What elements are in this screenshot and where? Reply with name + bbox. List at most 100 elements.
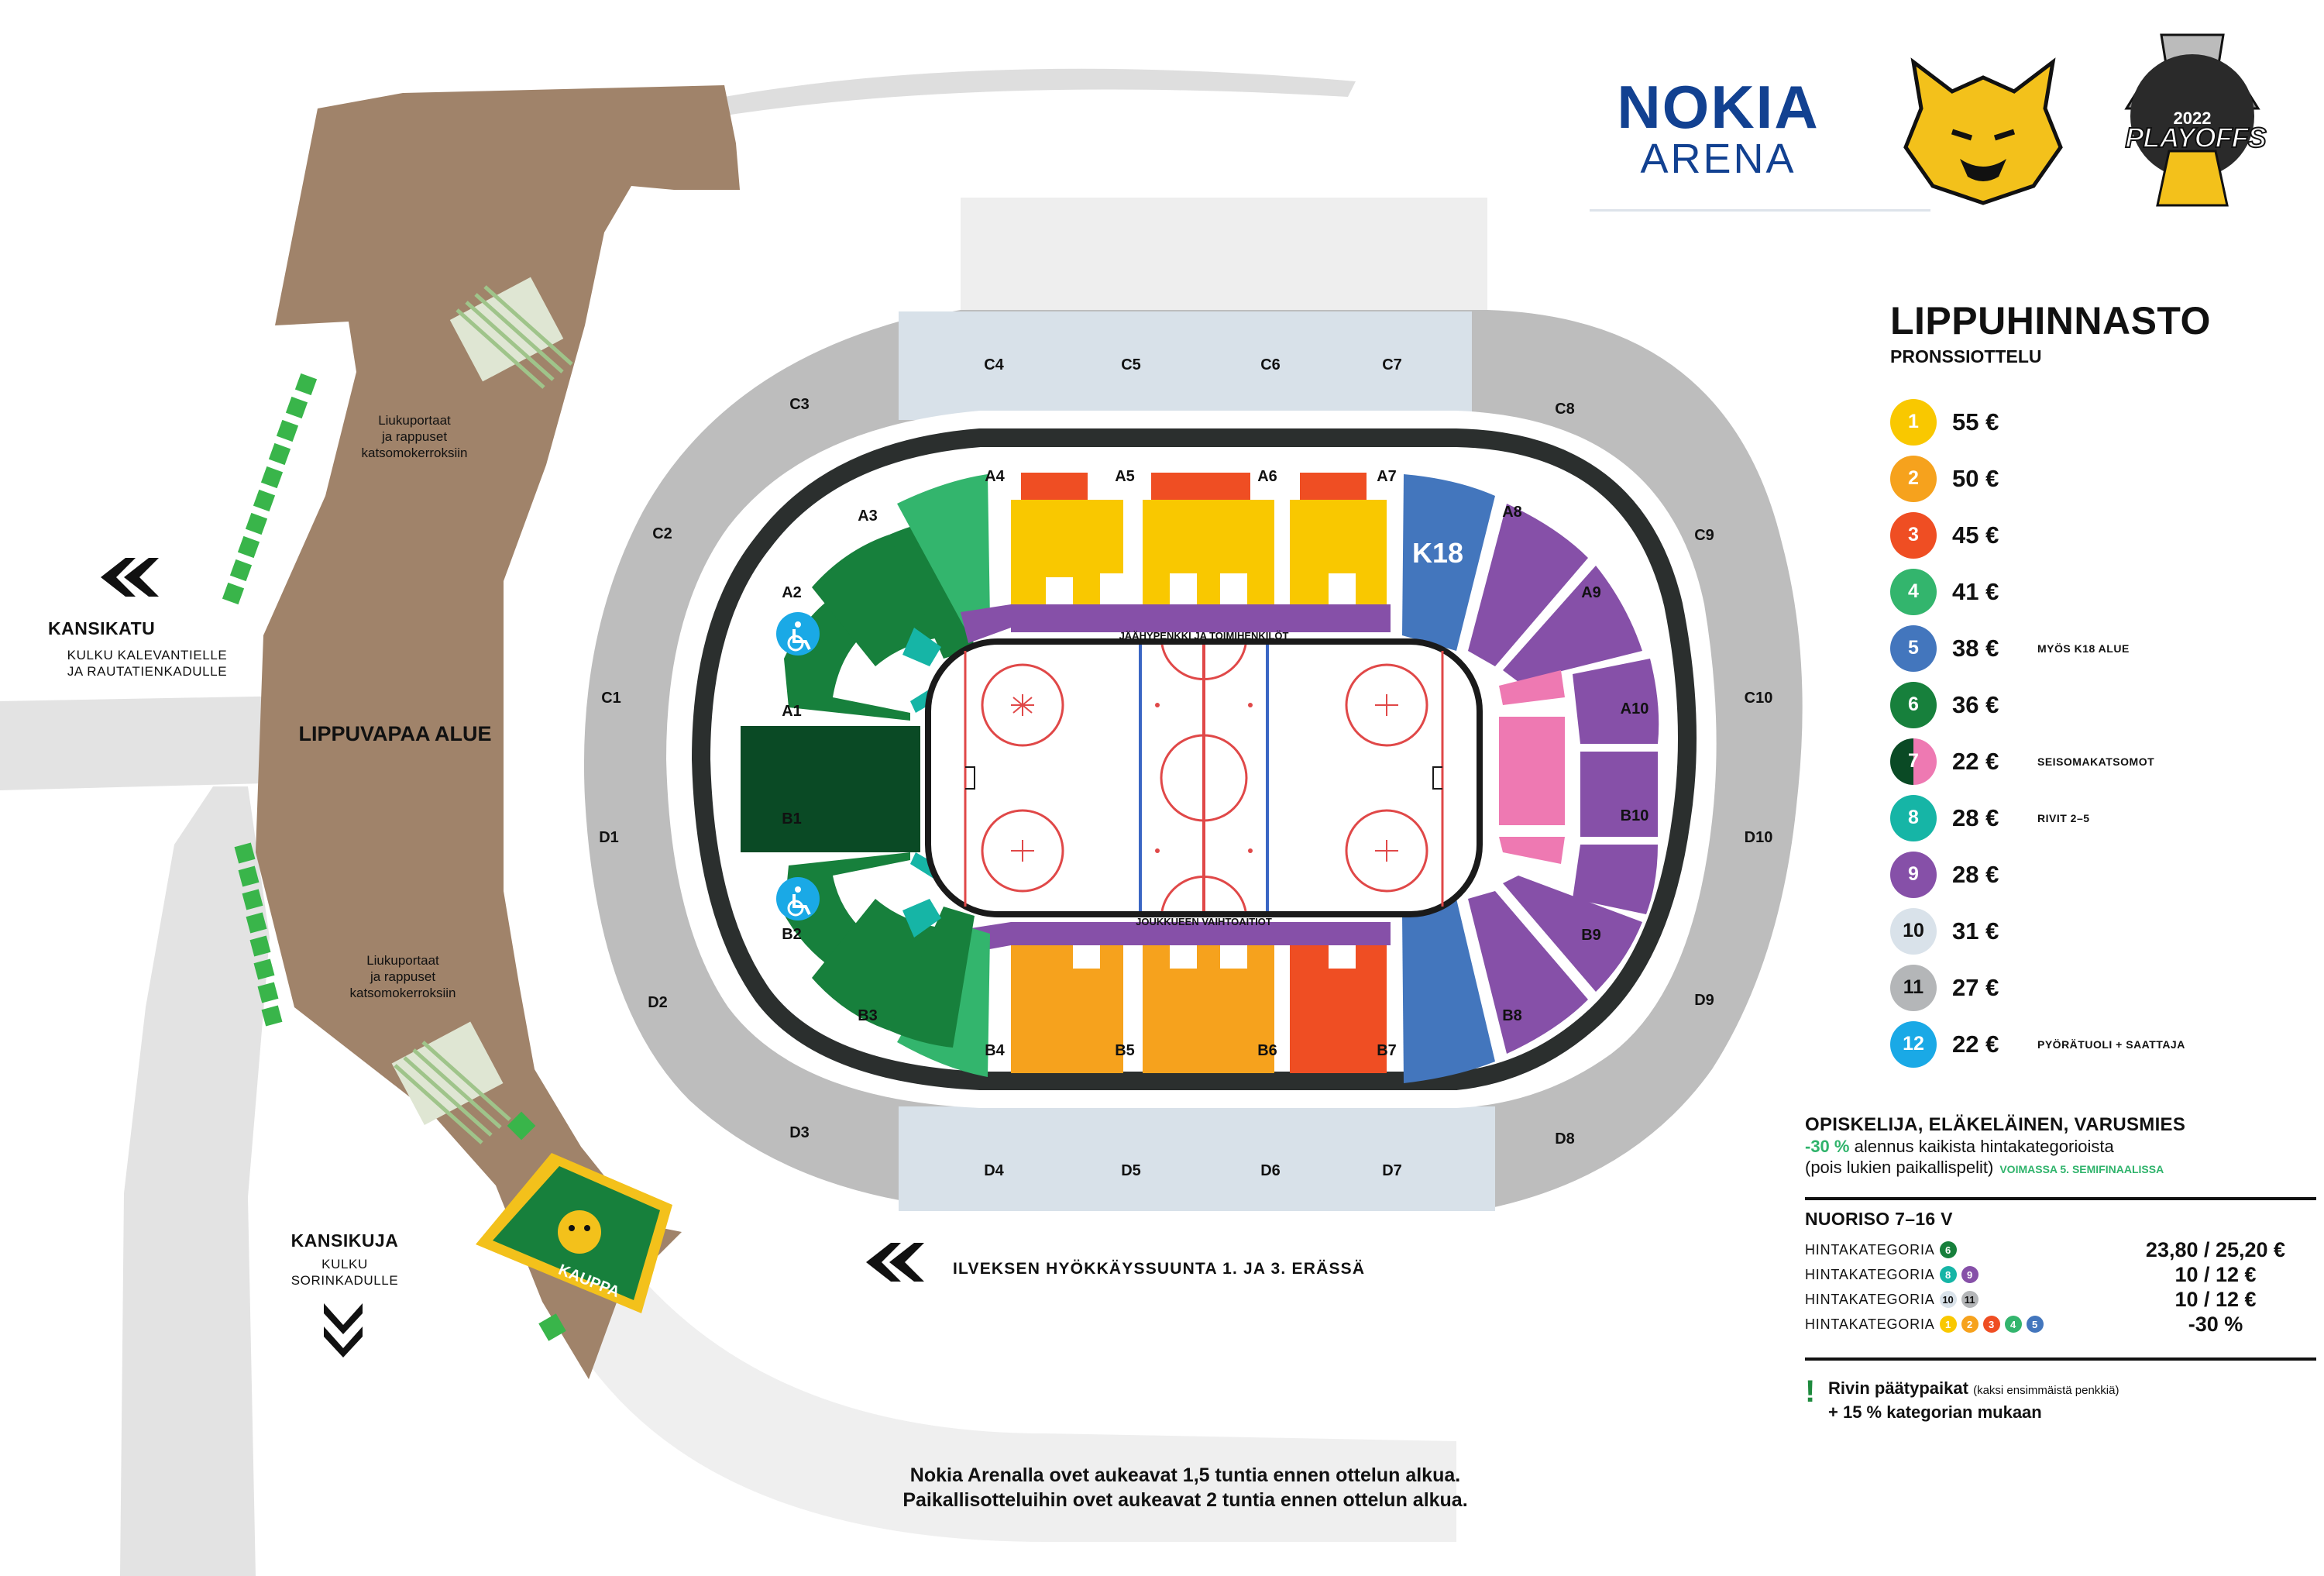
- section-A5: [1143, 500, 1274, 604]
- category-price: 41 €: [1952, 577, 1999, 605]
- stairs-bottom: [391, 1021, 511, 1144]
- label-C2: C2: [652, 525, 672, 542]
- category-chip: 3: [1982, 1316, 2000, 1333]
- discount-line2: (pois lukien paikallispelit): [1805, 1158, 1994, 1177]
- label-C9: C9: [1694, 527, 1714, 544]
- label-C1: C1: [601, 690, 621, 707]
- section-B1: [784, 852, 910, 976]
- category-chip: 4: [2004, 1316, 2022, 1333]
- category-note: MYÖS K18 ALUE: [2037, 642, 2130, 655]
- end-seats-small: (kaksi ensimmäistä penkkiä): [1973, 1384, 2119, 1397]
- label-B1: B1: [782, 810, 802, 828]
- section-A10: [1573, 659, 1659, 744]
- kansikuja-direction: KANSIKUJA KULKU SORINKADULLE: [248, 1230, 442, 1289]
- shop-kauppa[interactable]: [476, 1153, 672, 1313]
- legend-title: LIPPUHINNASTO: [1890, 299, 2211, 342]
- discount-valid: VOIMASSA 5. SEMIFINAALISSA: [1999, 1163, 2164, 1175]
- attack-direction-note: ILVEKSEN HYÖKKÄYSSUUNTA 1. JA 3. ERÄSSÄ: [953, 1260, 1366, 1278]
- venue-name-line1: NOKIA: [1617, 73, 1820, 141]
- category-price: 31 €: [1952, 917, 1999, 945]
- category-price: 27 €: [1952, 973, 1999, 1001]
- legend-subtitle: PRONSSIOTTELU: [1890, 346, 2042, 366]
- kansikuja-sub-1: KULKU: [321, 1257, 368, 1271]
- section-B7: [1402, 899, 1495, 1083]
- penalty-bench-label: JÄÄHYPENKKI JA TOIMIHENKILÖT: [1119, 630, 1289, 642]
- label-A2: A2: [782, 584, 802, 601]
- svg-text:ja rappuset: ja rappuset: [370, 969, 435, 984]
- label-D6: D6: [1260, 1162, 1281, 1179]
- category-badge: 11: [1890, 964, 1937, 1011]
- label-D5: D5: [1121, 1162, 1141, 1179]
- youth-label: HINTAKATEGORIA: [1805, 1291, 1935, 1307]
- kansikatu-title: KANSIKATU: [48, 618, 156, 638]
- youth-value: -30 %: [2188, 1312, 2243, 1336]
- kansikatu-sub-2: JA RAUTATIENKADULLE: [67, 664, 228, 679]
- label-D7: D7: [1382, 1162, 1402, 1179]
- label-B2: B2: [782, 926, 802, 943]
- category-badge: 1: [1890, 398, 1937, 446]
- label-C5: C5: [1121, 356, 1141, 373]
- category-badge: 8: [1890, 794, 1937, 841]
- label-B4: B4: [985, 1042, 1005, 1059]
- section-A3: [897, 474, 990, 628]
- label-C6: C6: [1260, 356, 1281, 373]
- playoffs-title: PLAYOFFS: [2124, 121, 2267, 154]
- legend-row: 4 41 €: [1890, 563, 2309, 620]
- label-C3: C3: [789, 396, 810, 413]
- youth-value: 23,80 / 25,20 €: [2145, 1237, 2286, 1261]
- label-D10: D10: [1745, 829, 1773, 846]
- label-D8: D8: [1555, 1130, 1575, 1148]
- divider: [1805, 1357, 2316, 1361]
- label-C8: C8: [1555, 401, 1575, 418]
- section-A8: [1468, 504, 1588, 666]
- bike-racks: [222, 373, 566, 1341]
- svg-text:katsomokerroksiin: katsomokerroksiin: [350, 986, 456, 1000]
- standing-pink: [1499, 717, 1565, 825]
- section-A9: [1503, 566, 1642, 682]
- label-A10: A10: [1621, 700, 1649, 717]
- category-chip: 1: [1939, 1316, 1957, 1333]
- category-badge: 7: [1890, 738, 1937, 785]
- section-B5: [1143, 945, 1274, 1073]
- category-price: 55 €: [1952, 408, 1999, 435]
- section-B10: [1573, 845, 1658, 914]
- category-price: 28 €: [1952, 803, 1999, 831]
- divider: [1805, 1197, 2316, 1200]
- label-A9: A9: [1581, 584, 1601, 601]
- category-badge: 2: [1890, 455, 1937, 502]
- discount-title: OPISKELIJA, ELÄKELÄINEN, VARUSMIES: [1805, 1114, 2186, 1135]
- label-D9: D9: [1694, 992, 1714, 1009]
- label-A1: A1: [782, 703, 802, 720]
- category-price: 38 €: [1952, 634, 1999, 662]
- label-B8: B8: [1502, 1007, 1522, 1024]
- kansikuja-title: KANSIKUJA: [290, 1230, 399, 1251]
- category-price: 28 €: [1952, 860, 1999, 888]
- label-D3: D3: [789, 1124, 810, 1141]
- label-C7: C7: [1382, 356, 1402, 373]
- label-A7: A7: [1377, 468, 1397, 485]
- youth-value: 10 / 12 €: [2174, 1262, 2257, 1286]
- double-chevron-down-icon: [324, 1303, 363, 1357]
- wheelchair-icon: [776, 612, 820, 656]
- ice-rink: [925, 638, 1483, 917]
- label-B7: B7: [1377, 1042, 1397, 1059]
- label-A3: A3: [858, 508, 878, 525]
- escalator-note-top: Liukuportaat ja rappuset katsomokerroksi…: [362, 413, 468, 460]
- section-labels: A1 A2 A3 A4 A5 A6 A7 A8 A9 A10 B10 B9 B8…: [599, 356, 1772, 1179]
- discount-line1: alennus kaikista hintakategorioista: [1854, 1137, 2114, 1156]
- discount-percent: -30 %: [1805, 1137, 1850, 1156]
- label-A6: A6: [1257, 468, 1277, 485]
- playoffs-trophy-logo: [2124, 33, 2260, 207]
- label-A8: A8: [1502, 504, 1522, 521]
- seating-sections[interactable]: [741, 473, 1659, 1083]
- doors-line2: Paikallisotteluihin ovet aukeavat 2 tunt…: [902, 1489, 1468, 1511]
- end-seats-line2: + 15 % kategorian mukaan: [1828, 1402, 2042, 1422]
- category-badge: 4: [1890, 568, 1937, 615]
- label-C4: C4: [984, 356, 1004, 373]
